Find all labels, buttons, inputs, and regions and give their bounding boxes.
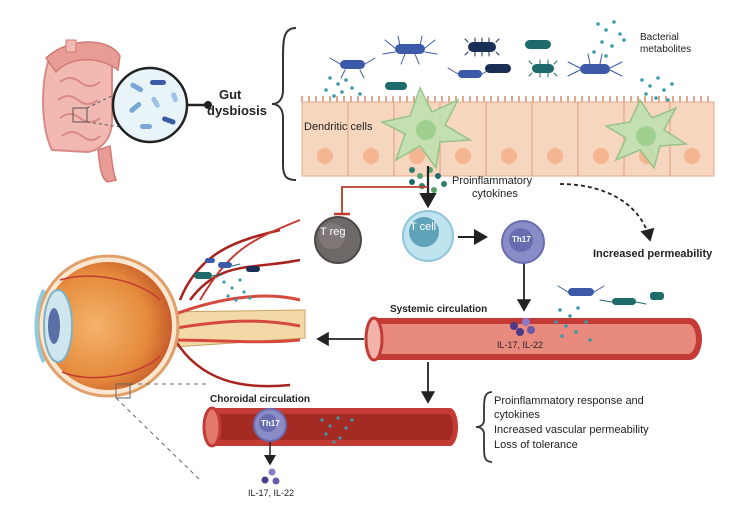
il-particles-choroid [261,468,280,485]
magnifier-icon [111,66,212,144]
brace [271,27,297,181]
tcell-label: T cell [410,221,437,233]
il-systemic-label: IL-17, IL-22 [497,340,544,350]
eye-icon [34,219,306,481]
proinflammatory-cytokines-label-2: cytokines [472,188,518,200]
dendritic-cell [379,86,473,170]
metabolite-dots [324,20,674,102]
dendritic-cell [603,98,689,170]
inhibition-line [341,186,428,214]
th17-label: Th17 [512,235,531,244]
metabolite-dots [554,306,592,342]
gut-label: Gut [219,87,242,102]
bacterial-metabolites-label-1: Bacterial [640,32,679,43]
outcome-3: Loss of tolerance [494,439,578,451]
il-particles [510,318,535,336]
il-choroid-label: IL-17, IL-22 [248,488,295,498]
treg-label: T reg [320,226,346,238]
intestine-icon [42,39,129,183]
dashed-arrow-permeability [559,183,655,242]
proinflammatory-cytokines-label-1: Proinflammatory [452,175,533,187]
outcome-1: Proinflammatory response and [494,395,644,407]
outcome-1b: cytokines [494,409,540,421]
metabolite-dots [320,416,354,444]
th17-choroid-label: Th17 [261,419,280,428]
bacteria-icon [329,35,623,90]
increased-permeability-label: Increased permeability [593,248,713,260]
bacterial-metabolites-label-2: metabolites [640,44,692,55]
choroidal-circulation-label: Choroidal circulation [210,394,311,405]
dysbiosis-label: dysbiosis [207,103,267,118]
metabolite-dots [222,278,252,302]
systemic-circulation-label: Systemic circulation [390,304,488,315]
bacteria-icon [194,258,260,279]
outcome-2: Increased vascular permeability [494,424,649,436]
systemic-vessel [364,316,702,362]
outcomes-brace [475,391,493,463]
dendritic-cells-label: Dendritic cells [304,121,373,133]
bacteria-icon [557,285,664,305]
